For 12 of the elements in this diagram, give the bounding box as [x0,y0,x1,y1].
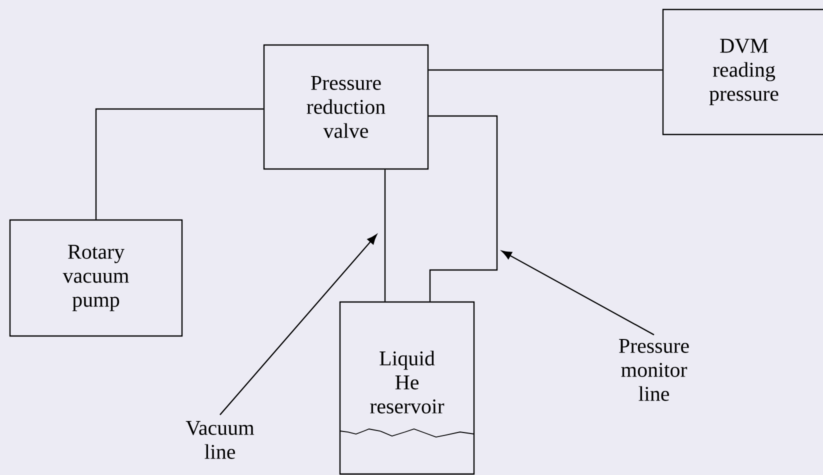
meter-box: DVM reading pressure [662,8,823,136]
connecting-line [95,108,264,220]
connecting-line [428,69,662,71]
connecting-line [428,115,498,302]
leader-arrow [502,250,654,336]
valve-box: Pressure reduction valve [263,44,429,170]
reservoir-box: Liquid He reservoir [339,301,475,475]
pump-box: Rotary vacuum pump [9,219,183,337]
leader-arrow [220,234,377,416]
connecting-line [384,170,386,302]
line-label: Pressure monitor line [619,339,689,401]
line-label: Vacuum line [186,421,254,459]
